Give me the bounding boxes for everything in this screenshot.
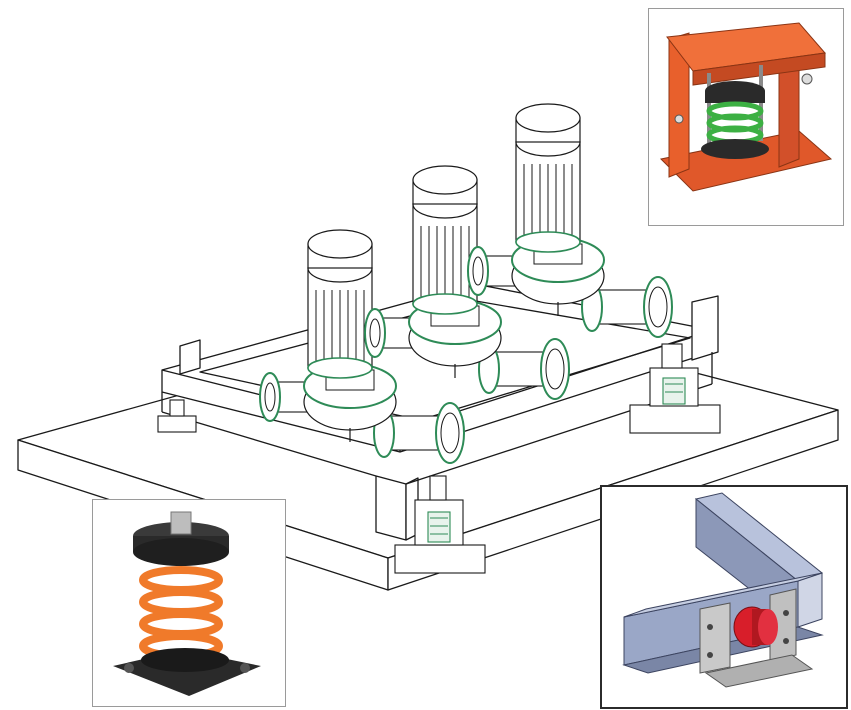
inset-restrained-spring-isolator (648, 8, 844, 226)
mount-back-left (157, 399, 197, 433)
inset-open-spring-isolator (92, 499, 286, 707)
mount-front (394, 475, 486, 574)
open-spring-isolator-image (93, 500, 285, 706)
mount-right (629, 343, 721, 434)
restrained-isolator-image (649, 9, 843, 225)
inset-seismic-snubber (600, 485, 848, 709)
seismic-snubber-image (602, 487, 846, 707)
